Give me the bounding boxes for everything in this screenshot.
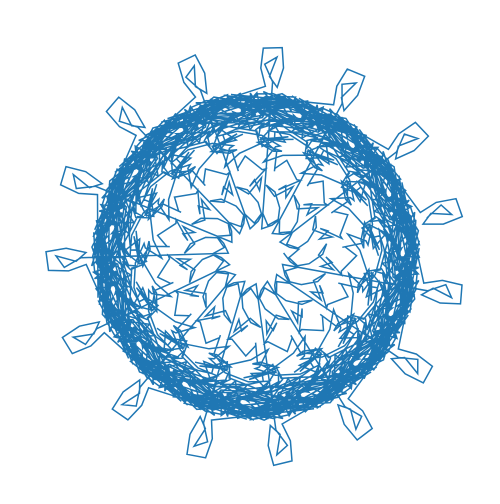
series-line [45,46,464,467]
